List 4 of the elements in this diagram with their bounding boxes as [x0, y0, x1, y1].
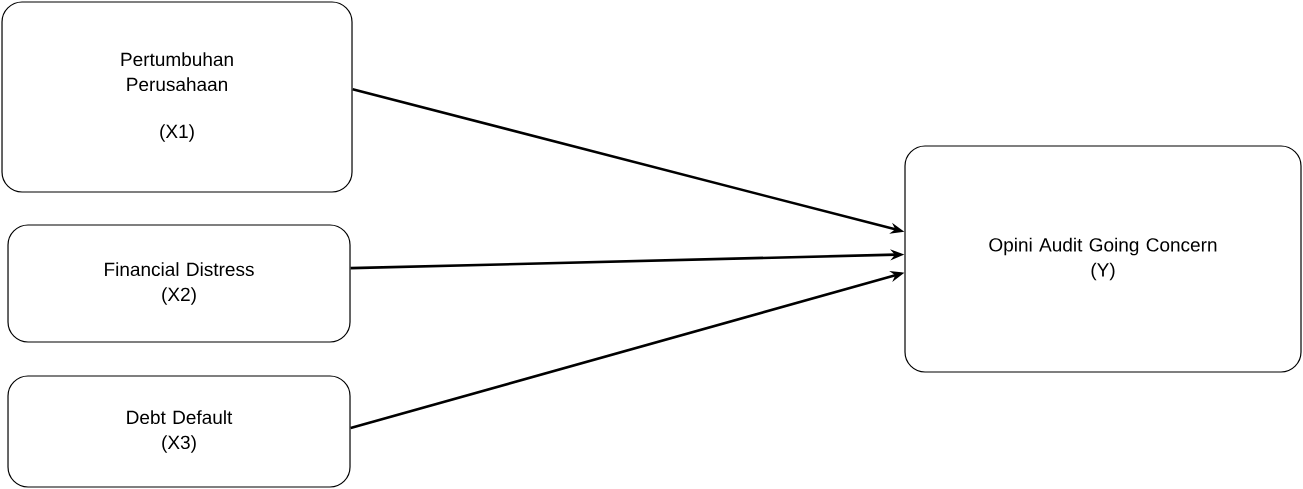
- process-box: Pertumbuhan Perusahaan (X1): [1, 1, 353, 193]
- process-box: Debt Default (X3): [7, 375, 351, 488]
- process-box: Opini Audit Going Concern (Y): [904, 145, 1302, 373]
- process-box: Financial Distress (X2): [7, 224, 351, 343]
